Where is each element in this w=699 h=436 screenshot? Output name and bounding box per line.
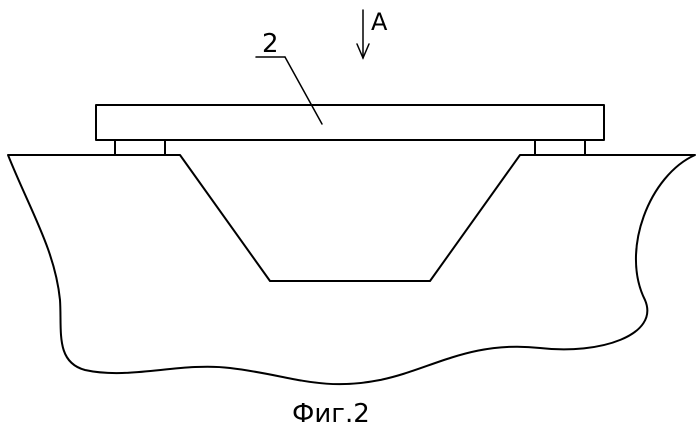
plate-part xyxy=(96,105,604,140)
left-support-pad xyxy=(115,140,165,155)
right-support-pad xyxy=(535,140,585,155)
part-number-label: 2 xyxy=(262,29,279,59)
view-marker-label: A xyxy=(371,8,388,36)
figure-caption: Фиг.2 xyxy=(292,399,370,429)
part-leader-line-diagonal xyxy=(285,57,322,124)
base-body-outline xyxy=(8,155,695,384)
